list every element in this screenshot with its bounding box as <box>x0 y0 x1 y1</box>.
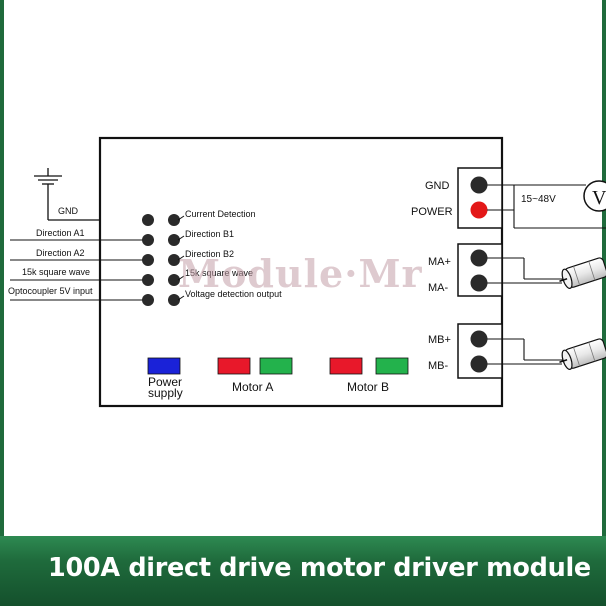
motor-b-red-led <box>329 357 363 375</box>
pin-label-gnd: GND <box>58 206 79 216</box>
pin-label-voltage-detection-output: Voltage detection output <box>185 289 282 299</box>
voltmeter-icon <box>583 180 606 212</box>
pin-label-optocoupler-5v-input: Optocoupler 5V input <box>8 286 93 296</box>
wiring-diagram: GND Direction A1 Direction A2 15k square… <box>8 136 606 408</box>
motor-b-green-led <box>375 357 409 375</box>
led-label-power: Power <box>148 375 182 389</box>
terminal-label-ma-minus: MA- <box>428 282 449 294</box>
pin-header-right-column <box>168 214 180 306</box>
motor-a-red-led <box>217 357 251 375</box>
footer-banner <box>0 536 606 606</box>
supply-voltage-label: 15~48V <box>521 194 556 205</box>
pin-label-15k-square-wave-left: 15k square wave <box>22 267 90 277</box>
motor-a-icon <box>559 257 606 289</box>
led-label-motor-b: Motor B <box>347 380 389 394</box>
pin-label-direction-a1: Direction A1 <box>36 228 85 238</box>
motor-a-wiring <box>487 257 570 284</box>
left-signal-lines <box>10 239 144 301</box>
terminal-label-mb-minus: MB- <box>428 360 449 372</box>
pin-label-direction-b2: Direction B2 <box>185 249 234 259</box>
watermark: Module·Mr <box>178 251 423 296</box>
led-label-motor-a: Motor A <box>232 380 273 394</box>
product-title: 100A direct drive motor driver module <box>48 553 591 583</box>
power-terminal <box>470 201 488 219</box>
left-frame-border <box>0 0 4 606</box>
motor-b-wiring <box>487 338 570 365</box>
mb-plus-terminal <box>470 330 488 348</box>
mb-minus-terminal <box>470 355 488 373</box>
right-pin-leaders <box>177 215 185 301</box>
motor-a-green-led <box>259 357 293 375</box>
terminal-label-mb-plus: MB+ <box>428 334 451 346</box>
terminal-label-gnd: GND <box>425 180 450 192</box>
right-frame-border <box>602 0 606 606</box>
ma-minus-terminal <box>470 274 488 292</box>
gnd-terminal <box>470 176 488 194</box>
supply-wiring <box>487 184 606 229</box>
motor-b-icon <box>559 338 606 370</box>
pin-header-left-column <box>142 214 154 306</box>
ma-plus-terminal <box>470 249 488 267</box>
voltmeter-symbol: V <box>592 187 606 209</box>
pin-label-15k-square-wave-right: 15k square wave <box>185 268 253 278</box>
pin-label-direction-b1: Direction B1 <box>185 229 234 239</box>
led-label-supply: supply <box>148 386 183 400</box>
pin-label-current-detection: Current Detection <box>185 209 256 219</box>
power-supply-led <box>147 357 181 375</box>
pin-label-direction-a2: Direction A2 <box>36 248 85 258</box>
terminal-label-power: POWER <box>411 206 453 218</box>
terminal-label-ma-plus: MA+ <box>428 256 451 268</box>
